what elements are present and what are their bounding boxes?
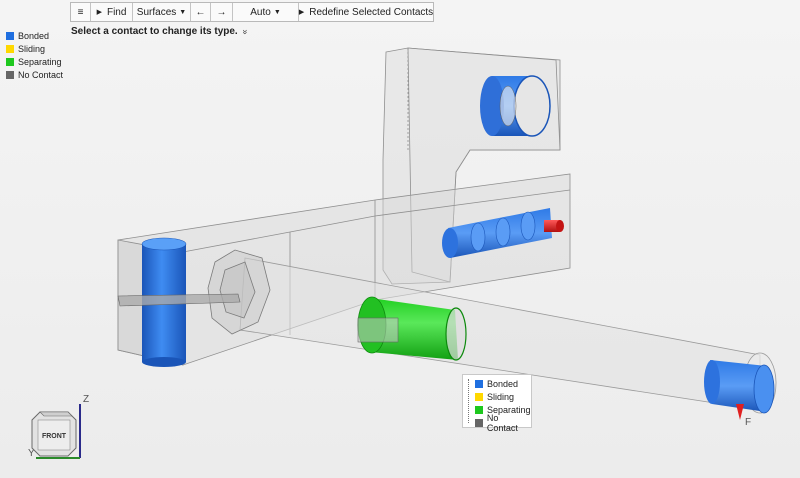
legend-item-bonded: Bonded — [6, 29, 63, 42]
back-button[interactable]: ← — [191, 3, 211, 21]
separating-sleeve[interactable] — [357, 296, 467, 361]
force-arrow-icon — [736, 404, 744, 420]
find-button[interactable]: ▶ Find — [91, 3, 133, 21]
legend-label: Separating — [487, 404, 531, 415]
sliding-swatch — [6, 44, 14, 53]
bonded-swatch — [6, 31, 14, 40]
hint-text: Select a contact to change its type. — [71, 26, 238, 37]
legend-label: Sliding — [18, 43, 46, 54]
chevron-down-icon: ▼ — [179, 8, 187, 16]
legend-label: No Contact — [486, 412, 518, 433]
legend-item-separating: Separating — [6, 55, 63, 68]
redefine-label: Redefine Selected Contacts — [309, 6, 434, 18]
play-icon: ▶ — [96, 9, 102, 16]
bonded-bolt-row[interactable] — [442, 208, 564, 258]
legend-item-bonded: Bonded — [475, 377, 531, 390]
view-cube[interactable]: FRONT — [28, 400, 88, 466]
redefine-contacts-button[interactable]: ▶ Redefine Selected Contacts — [299, 3, 433, 21]
separating-swatch — [475, 405, 483, 414]
legend-item-sliding: Sliding — [6, 42, 63, 55]
legend-label: Bonded — [18, 30, 50, 41]
find-label: Find — [106, 6, 127, 18]
contact-type-legend-floating: Bonded Sliding Separating No Contact — [462, 374, 532, 433]
force-label: F — [745, 417, 752, 428]
surfaces-dropdown[interactable]: Surfaces ▼ — [133, 3, 191, 21]
legend-label: Bonded — [487, 378, 519, 389]
viewcube-face-label: FRONT — [42, 433, 67, 440]
bonded-ring-top[interactable] — [480, 75, 551, 137]
legend-item-no-contact: No Contact — [475, 413, 531, 433]
bonded-shaft-end[interactable] — [704, 360, 775, 420]
chevron-down-icon: ▼ — [273, 8, 281, 16]
play-icon: ▶ — [298, 9, 305, 16]
bonded-swatch — [475, 379, 483, 388]
forward-button[interactable]: → — [211, 3, 233, 21]
hamburger-icon: ≡ — [77, 6, 84, 18]
no-contact-swatch — [6, 70, 14, 79]
contact-type-legend: Bonded Sliding Separating No Contact — [6, 29, 63, 81]
instruction-hint: Select a contact to change its type. » — [71, 26, 250, 37]
axis-y-label: Y — [28, 448, 35, 459]
arrow-left-icon: ← — [195, 6, 206, 18]
legend-label: No Contact — [18, 69, 64, 80]
legend-item-sliding: Sliding — [475, 390, 531, 403]
arrow-right-icon: → — [216, 6, 227, 18]
legend-label: Separating — [18, 56, 62, 67]
no-contact-swatch — [475, 418, 483, 427]
surfaces-label: Surfaces — [136, 6, 177, 18]
legend-item-no-contact: No Contact — [6, 68, 63, 81]
hex-nut[interactable] — [207, 249, 271, 335]
legend-item-separating: Separating — [475, 403, 531, 416]
sliding-swatch — [475, 392, 483, 401]
auto-label: Auto — [250, 6, 271, 18]
axis-z-label: Z — [83, 394, 90, 405]
menu-button[interactable]: ≡ — [71, 3, 91, 21]
selected-contact-highlight — [544, 220, 560, 232]
contact-toolbar: ≡ ▶ Find Surfaces ▼ ← → Auto ▼ ▶ Redefin… — [70, 2, 434, 22]
auto-dropdown[interactable]: Auto ▼ — [233, 3, 299, 21]
separating-swatch — [6, 57, 14, 66]
legend-label: Sliding — [487, 391, 515, 402]
bonded-pin-left[interactable] — [117, 237, 241, 367]
